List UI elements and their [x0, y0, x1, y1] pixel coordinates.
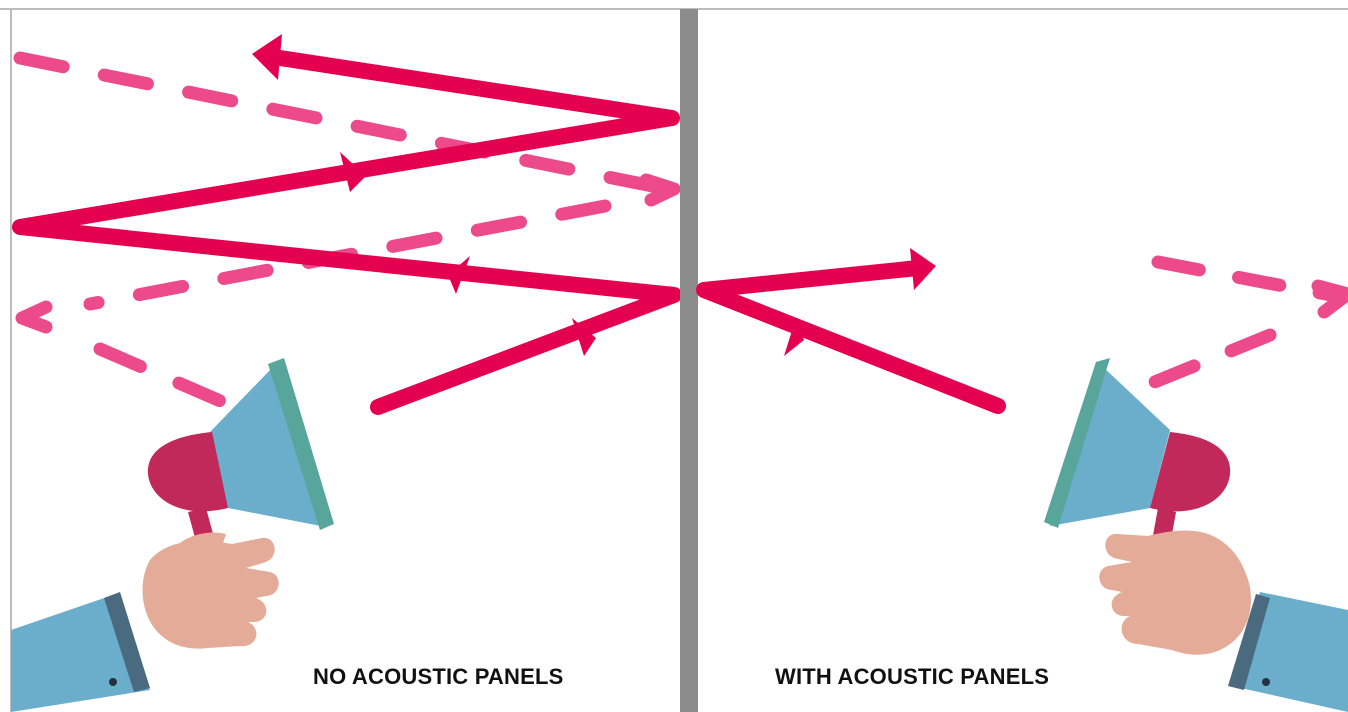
- frame: [0, 8, 1348, 712]
- left-direct-arrowheads: [252, 34, 596, 356]
- right-megaphone-icon: [1044, 358, 1231, 556]
- caption-with-acoustic-panels: WITH ACOUSTIC PANELS: [775, 664, 1050, 689]
- left-direct-sound-path: [12, 50, 682, 415]
- left-hand-icon: [11, 532, 279, 712]
- left-reflected-arrowheads: [15, 173, 681, 334]
- wall: [680, 9, 698, 712]
- right-hand-icon: [1099, 530, 1348, 712]
- right-reflected-arrowheads: [1311, 279, 1348, 319]
- right-reflected-sound-paths: [1128, 255, 1343, 397]
- right-direct-sound-path: [696, 260, 1006, 414]
- right-direct-arrowheads: [784, 248, 936, 356]
- caption-no-acoustic-panels: NO ACOUSTIC PANELS: [313, 664, 564, 689]
